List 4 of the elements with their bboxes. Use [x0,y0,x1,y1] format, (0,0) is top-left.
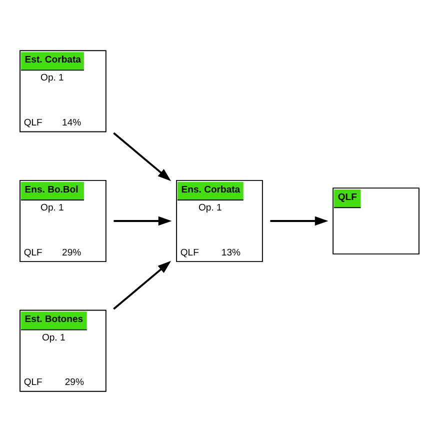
arrow [113,132,172,181]
arrow [113,260,172,310]
arrow [114,216,172,226]
arrow [270,216,328,226]
